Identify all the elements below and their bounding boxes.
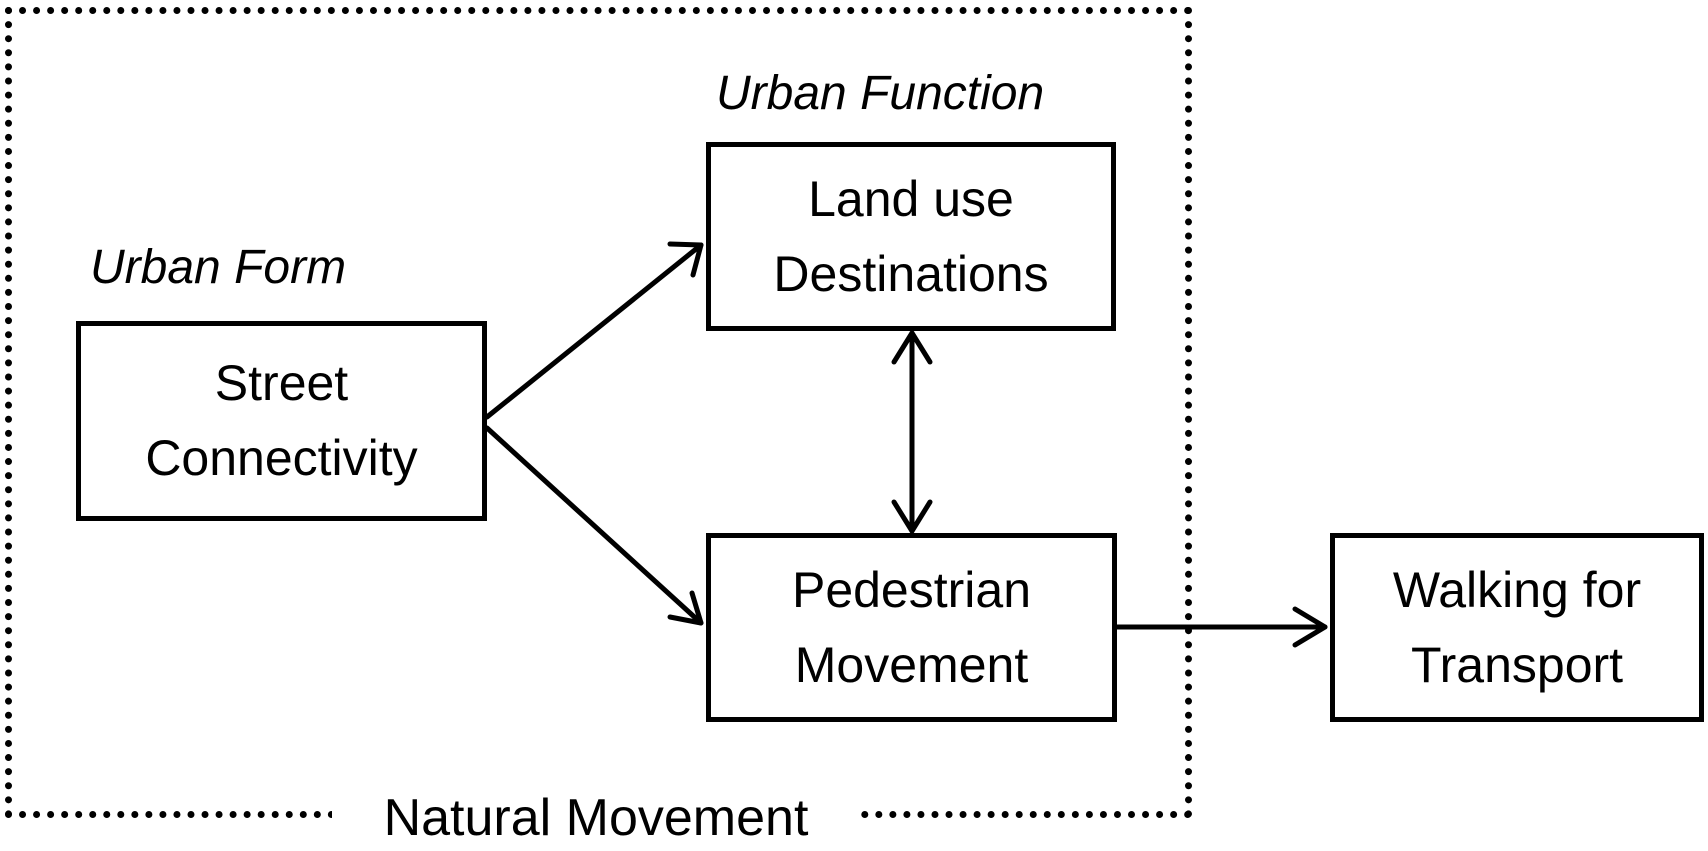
node-label-line: Connectivity: [145, 430, 418, 486]
node-label-line: Land use: [808, 170, 1014, 227]
urban-form-label: Urban Form: [90, 241, 347, 294]
edge-pedestrian-to-walking: [1114, 606, 1328, 648]
node-label-line: Destinations: [773, 245, 1049, 302]
node-label-line: Pedestrian: [791, 561, 1032, 618]
land-use-destinations-node: Land use Destinations: [706, 142, 1116, 331]
edge-street-to-landuse: [484, 241, 704, 420]
node-label-line: Street: [214, 355, 349, 411]
walking-for-transport-node: Walking for Transport: [1330, 533, 1704, 722]
node-label-line: Walking for: [1392, 561, 1642, 618]
node-label-line: Transport: [1410, 636, 1624, 693]
edge-landuse-pedestrian: [891, 330, 933, 534]
node-label-line: Movement: [794, 636, 1029, 693]
natural-movement-label: Natural Movement: [332, 786, 860, 851]
urban-function-label: Urban Function: [716, 67, 1045, 120]
edge-street-to-pedestrian: [484, 425, 704, 626]
pedestrian-movement-node: Pedestrian Movement: [706, 533, 1117, 722]
street-connectivity-node: Street Connectivity: [76, 321, 487, 521]
